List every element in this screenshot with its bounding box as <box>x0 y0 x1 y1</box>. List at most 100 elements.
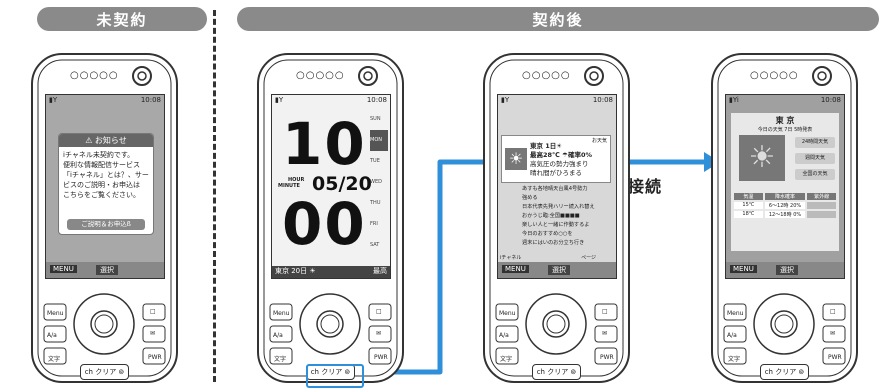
list-item[interactable]: おかうじ臨:全国■■■■ <box>522 213 580 219</box>
list-item[interactable]: 強める <box>522 195 538 201</box>
right-key-1 <box>822 303 846 321</box>
right-key-3 <box>368 347 392 365</box>
header-subscribed: 契約後 <box>237 7 879 31</box>
list-item[interactable]: あすも各地晴天台風4号勢力 <box>522 186 588 192</box>
signal-icon: ▮Y <box>49 96 58 104</box>
footer-left: iチャネル <box>500 255 522 261</box>
camera-icon <box>358 66 378 86</box>
forecast-subtitle: 今日の天気 7日 5時発表 <box>757 127 813 133</box>
left-key-1 <box>43 303 67 321</box>
table-row: 15℃ 6〜12時 20% <box>734 202 837 209</box>
key-pwr[interactable]: PWR <box>374 354 388 361</box>
right-key-2 <box>822 325 846 343</box>
camera-icon <box>132 66 152 86</box>
clock-text: 10:08 <box>140 96 161 104</box>
key-book[interactable]: □ <box>830 308 836 315</box>
clear-key[interactable]: ch クリア ⊚ <box>760 364 809 380</box>
left-key-2 <box>269 325 293 343</box>
camera-icon <box>584 66 604 86</box>
weekday-label: SUN <box>370 116 381 122</box>
key-aa[interactable]: A/a <box>47 332 57 339</box>
softkey-select[interactable]: 選択 <box>548 265 570 275</box>
forecast-24h-button[interactable]: 24時間天気 <box>795 137 835 148</box>
temp-cell: 18℃ <box>734 211 763 218</box>
key-menu[interactable]: Menu <box>273 310 290 317</box>
list-item[interactable]: 日本代表先発ハリー続入れ替え <box>522 204 595 210</box>
weather-text: 東京 1日☀ 最高28℃ ☂確率0% 高気圧の勢力強まり 晴れ間がひろまる <box>530 142 592 178</box>
nav-center-key <box>90 310 118 338</box>
weather-panel: 東 京 今日の天気 7日 5時発表 ☀ 24時間天気 週間天気 全国の天気 気温… <box>731 113 839 251</box>
key-aa[interactable]: A/a <box>727 332 737 339</box>
weather-card[interactable]: お天気 ☀ 東京 1日☀ 最高28℃ ☂確率0% 高気圧の勢力強まり 晴れ間がひ… <box>501 135 611 183</box>
key-menu[interactable]: Menu <box>727 310 744 317</box>
clear-key[interactable]: ch クリア ⊚ <box>80 364 129 380</box>
nav-pad <box>299 293 361 355</box>
weather-line: 晴れ間がひろまる <box>530 169 582 177</box>
notice-dialog: ⚠ お知らせ iチャネル未契約です。 便利な情報配信サービス 「iチャネル」とは… <box>58 133 154 235</box>
key-mail[interactable]: ✉ <box>150 330 156 337</box>
key-book[interactable]: □ <box>602 308 608 315</box>
key-mail[interactable]: ✉ <box>602 330 608 337</box>
key-book[interactable]: □ <box>376 308 382 315</box>
left-key-2 <box>495 325 519 343</box>
weekday-label: THU <box>370 200 381 206</box>
key-menu[interactable]: Menu <box>499 310 516 317</box>
left-key-1 <box>723 303 747 321</box>
softkey-select[interactable]: 選択 <box>776 265 798 275</box>
signal-icon: ▮Y <box>501 96 510 104</box>
softkey-menu[interactable]: MENU <box>502 265 529 273</box>
forecast-weekly-button[interactable]: 週間天気 <box>795 153 835 164</box>
table-header: 紫外線 <box>807 193 837 200</box>
clock-date: 05/20 <box>312 173 372 195</box>
softkey-select[interactable]: 選択 <box>96 265 118 275</box>
key-pwr[interactable]: PWR <box>148 354 162 361</box>
softkey-bar: MENU 選択 <box>46 262 164 278</box>
signal-icon: ▮Y <box>275 96 284 104</box>
left-key-3 <box>723 347 747 365</box>
phone1-screen: ▮Y 10:08 ⚠ お知らせ iチャネル未契約です。 便利な情報配信サービス 「… <box>45 94 165 279</box>
key-moji[interactable]: 文字 <box>48 356 61 363</box>
key-aa[interactable]: A/a <box>499 332 509 339</box>
weekday-label: WED <box>370 179 382 185</box>
key-pwr[interactable]: PWR <box>600 354 614 361</box>
key-mail[interactable]: ✉ <box>830 330 836 337</box>
key-moji[interactable]: 文字 <box>728 356 741 363</box>
right-key-3 <box>142 347 166 365</box>
clear-key[interactable]: ch クリア ⊚ <box>532 364 581 380</box>
sun-icon: ☀ <box>505 148 527 170</box>
rain-cell: 12〜18時 0% <box>764 211 806 218</box>
footer-right: ページ <box>581 255 596 261</box>
list-item[interactable]: 週末にはいのお分立ち行き <box>522 240 585 246</box>
right-key-1 <box>142 303 166 321</box>
ticker-text: 東京 20日 ☀ <box>275 267 316 275</box>
table-header-row: 気温 降水確率 紫外線 <box>734 193 837 200</box>
key-mail[interactable]: ✉ <box>376 330 382 337</box>
key-aa[interactable]: A/a <box>273 332 283 339</box>
left-key-2 <box>43 325 67 343</box>
softkey-bar: MENU 選択 <box>726 262 844 278</box>
speaker-dots: ○○○○○ <box>522 70 571 81</box>
list-item[interactable]: 楽しい人と一緒に作動するよ <box>522 222 590 228</box>
clock-text: 10:08 <box>820 96 841 104</box>
nav-pad <box>73 293 135 355</box>
notice-line: ビスのご説明・お申込は <box>63 181 140 189</box>
left-key-1 <box>495 303 519 321</box>
key-moji[interactable]: 文字 <box>500 356 513 363</box>
left-key-3 <box>269 347 293 365</box>
notice-apply-button[interactable]: ご説明＆お申込ß <box>67 219 145 230</box>
softkey-menu[interactable]: MENU <box>50 265 77 273</box>
key-book[interactable]: □ <box>150 308 156 315</box>
left-key-1 <box>269 303 293 321</box>
key-pwr[interactable]: PWR <box>828 354 842 361</box>
key-moji[interactable]: 文字 <box>274 356 287 363</box>
forecast-national-button[interactable]: 全国の天気 <box>795 169 835 180</box>
notice-line: iチャネル未契約です。 <box>63 151 135 159</box>
key-menu[interactable]: Menu <box>47 310 64 317</box>
softkey-menu[interactable]: MENU <box>730 265 757 273</box>
list-item[interactable]: 今日のおすすめ○○を <box>522 231 573 237</box>
right-key-1 <box>594 303 618 321</box>
header-unsubscribed: 未契約 <box>37 7 207 31</box>
